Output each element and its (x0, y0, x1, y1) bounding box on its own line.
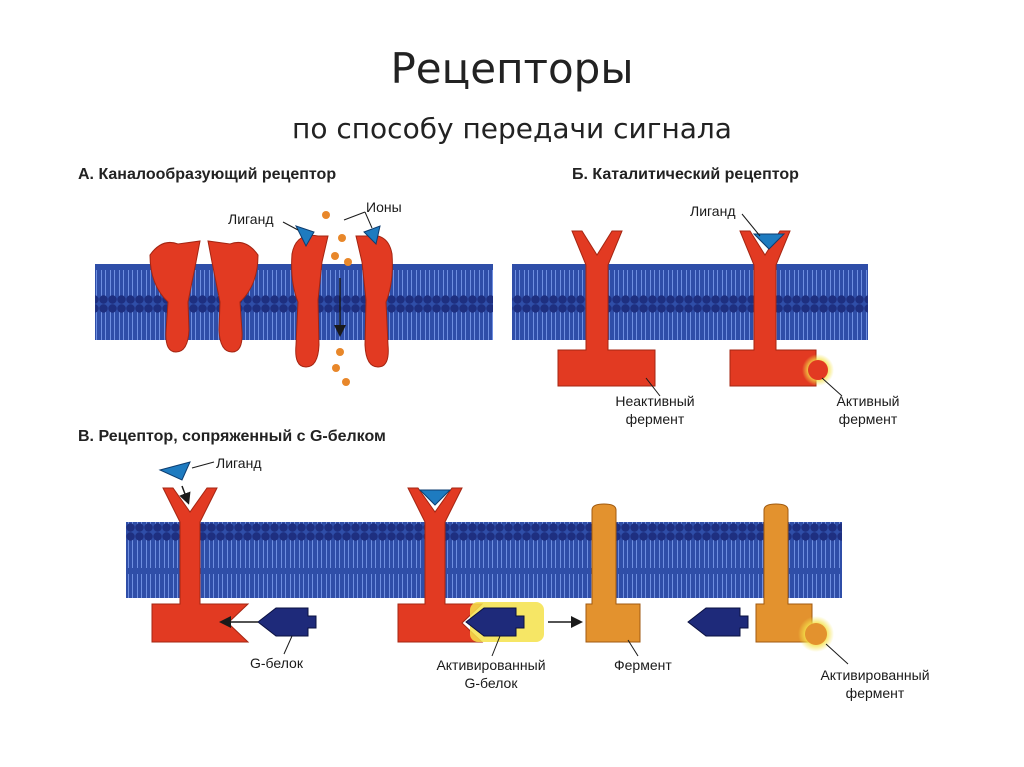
catalytic-inactive (557, 230, 656, 387)
label-c-activated-enzyme-line1: Активированный (820, 667, 930, 683)
section-a-heading: А. Каналообразующий рецептор (78, 166, 337, 183)
leader-b-active (821, 377, 843, 397)
label-c-activated-enzyme-line2: фермент (845, 685, 905, 701)
active-site-b (808, 360, 828, 380)
leader-b-inactive (645, 377, 661, 397)
leader-b-ligand (741, 213, 761, 237)
page-title: Рецепторы (390, 44, 634, 93)
label-b-inactive-enzyme: Неактивный фермент (600, 392, 710, 428)
leader-a-ligand (282, 221, 299, 231)
label-c-activated-g-line2: G-белок (464, 675, 518, 691)
label-c-enzyme: Фермент (614, 657, 672, 673)
channel-closed-right (207, 240, 259, 353)
leader-c-ligand (191, 461, 215, 469)
leader-c-gprotein (283, 635, 293, 655)
leader-c-enzyme (627, 639, 639, 657)
label-c-activated-gprotein: Активированный G-белок (416, 656, 566, 692)
ligand-c-free (158, 461, 191, 481)
ligand-a-left (295, 225, 315, 248)
label-c-activated-g-line1: Активированный (436, 657, 546, 673)
enzyme-active-site (805, 623, 827, 645)
ligand-c-arrow (179, 485, 191, 505)
label-a-ligand: Лиганд (228, 211, 274, 227)
label-c-activated-enzyme: Активированный фермент (800, 666, 950, 702)
ions (322, 211, 352, 386)
section-b-heading: Б. Каталитический рецептор (572, 166, 799, 183)
label-a-ions: Ионы (366, 199, 402, 215)
label-b-ligand: Лиганд (690, 203, 736, 219)
label-b-inactive-line1: Неактивный (615, 393, 695, 409)
g-protein-enzyme-bound (687, 607, 749, 637)
leader-a-ions-2 (364, 211, 373, 229)
membrane-c (126, 522, 842, 598)
section-c-heading: В. Рецептор, сопряженный с G-белком (78, 428, 386, 445)
ligand-a-right (363, 225, 381, 245)
catalytic-active (729, 230, 817, 387)
label-b-active-line2: фермент (838, 411, 898, 427)
label-c-ligand: Лиганд (216, 455, 262, 471)
ligand-c-bound (418, 489, 452, 506)
membrane-b (512, 264, 868, 340)
ligand-b (752, 233, 786, 250)
gpcr-receptor-1 (151, 487, 250, 643)
label-c-gprotein: G-белок (250, 655, 303, 671)
g-protein-inactive (257, 607, 317, 637)
label-b-active-enzyme: Активный фермент (818, 392, 918, 428)
label-b-active-line1: Активный (836, 393, 900, 409)
leader-c-activated-g (491, 635, 501, 657)
channel-closed-left (149, 240, 201, 353)
leader-a-ions-1 (343, 211, 366, 221)
label-b-inactive-line2: фермент (625, 411, 685, 427)
enzyme-inactive (585, 503, 641, 643)
leader-c-activated-enzyme (825, 643, 849, 665)
page-subtitle: по способу передачи сигнала (292, 112, 732, 145)
